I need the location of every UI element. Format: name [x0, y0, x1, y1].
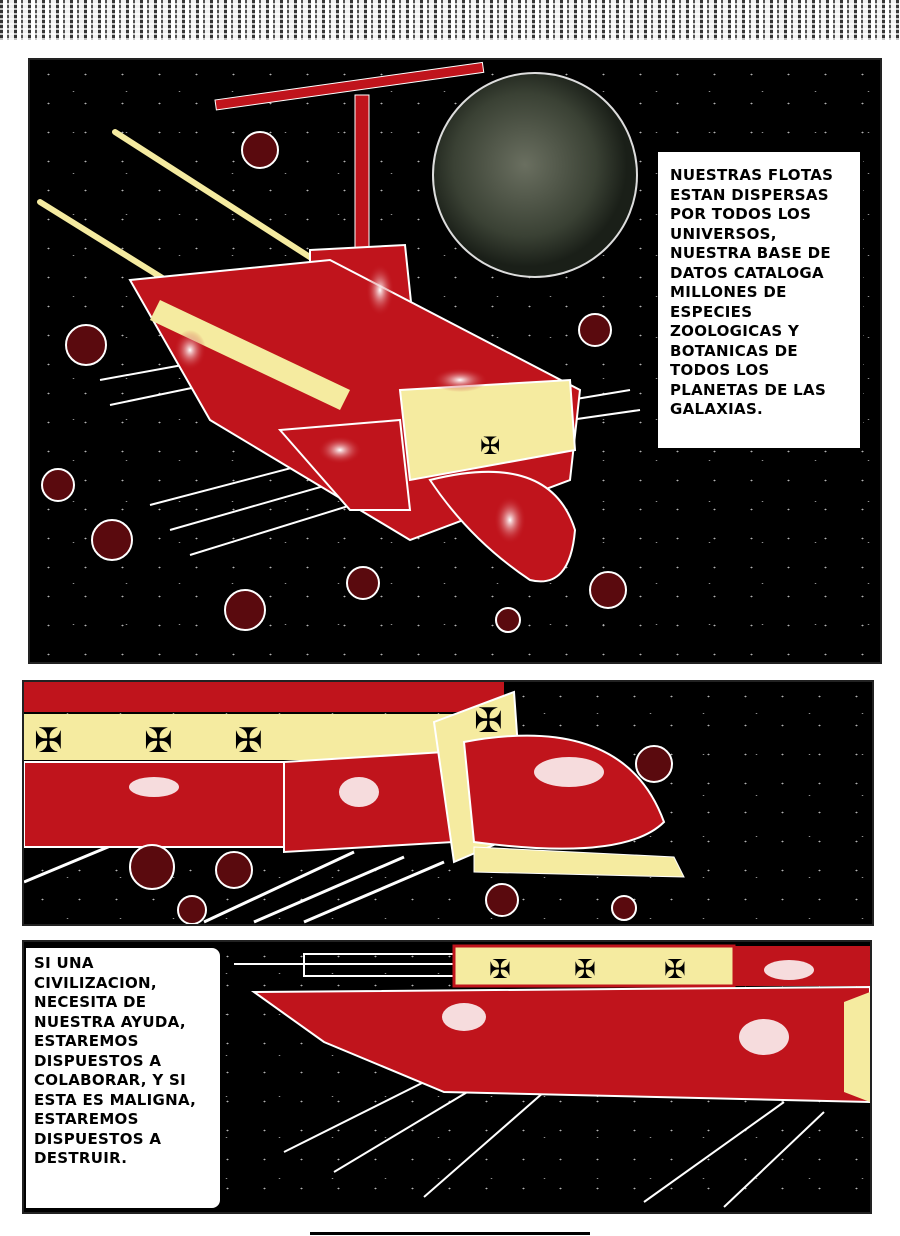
asteroids	[41, 131, 627, 633]
spaceship-closeup: ✠ ✠ ✠ ✠	[24, 682, 685, 924]
svg-text:✠: ✠	[34, 721, 63, 761]
divider	[310, 1232, 590, 1235]
comic-panel-1: ✠ NUESTRAS FLOTAS ESTAN DISPERSAS POR TO…	[28, 58, 882, 664]
svg-text:✠: ✠	[489, 955, 511, 985]
svg-text:✠: ✠	[234, 721, 263, 761]
spaceship-illustration: ✠	[37, 61, 641, 633]
narration-box: NUESTRAS FLOTAS ESTAN DISPERSAS POR TODO…	[658, 152, 863, 450]
svg-text:✠: ✠	[664, 955, 686, 985]
svg-text:✠: ✠	[480, 432, 500, 460]
comic-panel-3: ✠ ✠ ✠ SI UNA CIVILIZACION, NECESITA DE NUE…	[22, 940, 872, 1214]
narration-box: SI UNA CIVILIZACION, NECESITA DE NUESTRA…	[24, 946, 222, 1210]
spaceship-side-view: ✠ ✠ ✠	[234, 944, 870, 1208]
comic-panel-2: ✠ ✠ ✠ ✠	[22, 680, 874, 926]
svg-text:✠: ✠	[574, 955, 596, 985]
svg-text:✠: ✠	[474, 701, 503, 741]
planet	[432, 72, 638, 278]
svg-text:✠: ✠	[144, 721, 173, 761]
